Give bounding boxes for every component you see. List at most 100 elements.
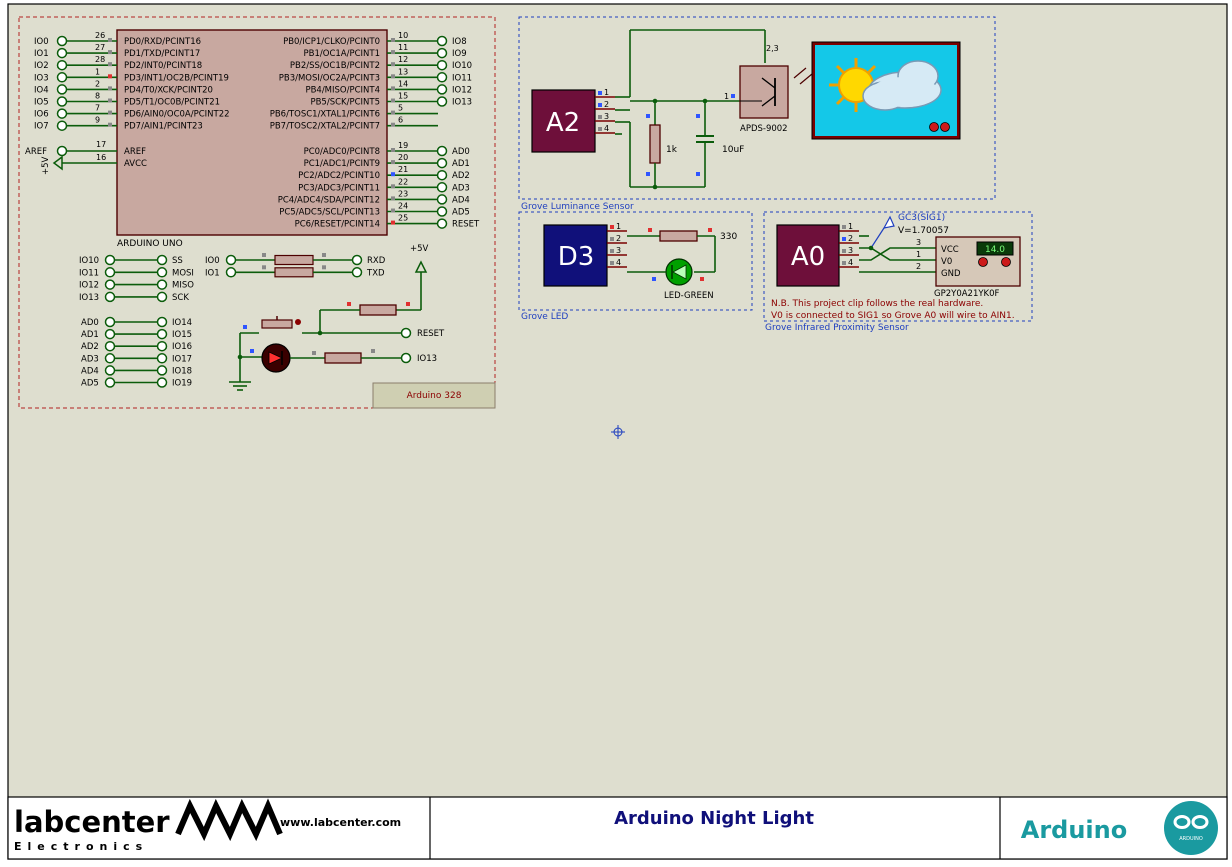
luminance-module[interactable]	[531, 89, 596, 153]
light-increase-button[interactable]	[940, 122, 950, 132]
module-pin-num: 1	[604, 88, 609, 97]
mcu-pin-name: PB5/SCK/PCINT5	[310, 98, 380, 108]
pin-state-marker	[108, 62, 112, 67]
pin-state-marker	[598, 127, 602, 131]
mcu-pin-num: 15	[398, 92, 408, 101]
mcu-pin-name: PD6/AIN0/OC0A/PCINT22	[124, 110, 230, 120]
uart-net-b: RXD	[367, 256, 386, 266]
pin-connector	[436, 157, 448, 169]
ir-probe-voltage: V=1.70057	[898, 226, 949, 236]
pin-state-marker	[391, 50, 395, 55]
pin-state-marker	[391, 184, 395, 189]
mcu-net-label: AD3	[452, 183, 470, 193]
ir-sensor-pin1: 1	[916, 250, 921, 259]
uart-link: IO0 RXD	[205, 253, 386, 266]
uart-resistor[interactable]	[274, 254, 314, 266]
module-pin: 2	[595, 100, 615, 110]
mcu-net-label: IO12	[452, 85, 472, 95]
aref-pin-name: AREF	[124, 147, 146, 157]
led-series-resistor[interactable]	[659, 230, 698, 242]
mcu-pin-name: PC1/ADC1/PCINT9	[304, 159, 380, 169]
pin-connector	[156, 254, 168, 266]
pin-connector	[436, 182, 448, 193]
module-pin: 1	[839, 222, 859, 232]
mcu-pin-name: PB4/MISO/PCINT4	[305, 85, 380, 95]
mcu-pin-name: PD3/INT1/OC2B/PCINT19	[124, 73, 229, 83]
avcc-net-label: +5V	[41, 156, 51, 175]
arduino-chip[interactable]	[116, 29, 388, 236]
apds-part-name: APDS-9002	[740, 124, 788, 134]
mcu-net-label: IO4	[34, 85, 49, 95]
mcu-pin-num: 14	[398, 79, 408, 88]
module-pin: 4	[607, 258, 627, 268]
pin-state-marker	[108, 38, 112, 42]
project-title: Arduino Night Light	[614, 808, 814, 829]
uart-net-a: IO0	[205, 256, 220, 266]
pin-connector	[436, 206, 448, 217]
mcu-net-label: AD2	[452, 171, 470, 181]
module-pin-num: 3	[604, 112, 609, 121]
module-pin-num: 3	[848, 246, 853, 255]
module-pin-num: 4	[616, 258, 621, 267]
ir-sensor-pin2: 2	[916, 262, 921, 271]
pin-connector	[104, 377, 116, 388]
ir-sensor-pin3: 3	[916, 238, 921, 247]
pin-connector	[436, 194, 448, 205]
reset-pushbutton[interactable]	[261, 319, 293, 329]
pin-state-marker	[598, 103, 602, 107]
aref-net-label: AREF	[25, 147, 47, 157]
arduino-boundary	[18, 16, 496, 409]
pin-connector	[104, 365, 116, 376]
ir-distance-increase[interactable]	[1001, 257, 1011, 267]
mcu-pin-name: PC3/ADC3/PCINT11	[298, 183, 380, 193]
mcu-pin-num: 7	[95, 104, 100, 113]
ir-distance-decrease[interactable]	[978, 257, 988, 267]
pin-connector	[156, 328, 168, 340]
pin-state-marker	[610, 261, 614, 265]
arduino-brand-text: Arduino	[1021, 816, 1127, 844]
uart-resistor[interactable]	[274, 267, 314, 278]
pin-state-marker	[322, 253, 326, 257]
pin-connector	[56, 72, 68, 83]
pin-state-marker	[842, 225, 846, 229]
ir-display-value: 14.0	[985, 245, 1005, 255]
mcu-net-label: IO5	[34, 98, 49, 108]
module-pin: 1	[607, 222, 627, 232]
led-resistor[interactable]	[324, 352, 362, 364]
ir-module[interactable]	[776, 224, 840, 287]
labcenter-url[interactable]: www.labcenter.com	[280, 816, 401, 829]
led-module[interactable]	[543, 224, 608, 287]
luminance-resistor[interactable]	[649, 124, 661, 164]
labcenter-logo-sub: Electronics	[14, 840, 148, 853]
reset-resistor[interactable]	[359, 304, 397, 316]
pin-connector	[56, 59, 68, 71]
pin-connector	[156, 340, 168, 352]
pin-state-marker	[391, 172, 395, 177]
ir-probe-label: GC3(SIG1)	[898, 213, 945, 223]
pin-state-marker	[391, 220, 395, 225]
mcu-pin-num: 23	[398, 189, 408, 198]
pin-state-marker	[391, 122, 395, 127]
analog-net-b: IO17	[172, 354, 192, 364]
apds9002-sensor[interactable]	[739, 65, 789, 119]
mcu-pin-name: PC2/ADC2/PCINT10	[298, 171, 380, 181]
light-decrease-button[interactable]	[929, 122, 939, 132]
mcu-pin-name: PC0/ADC0/PCINT8	[304, 147, 380, 157]
cloud-icon	[862, 60, 942, 111]
